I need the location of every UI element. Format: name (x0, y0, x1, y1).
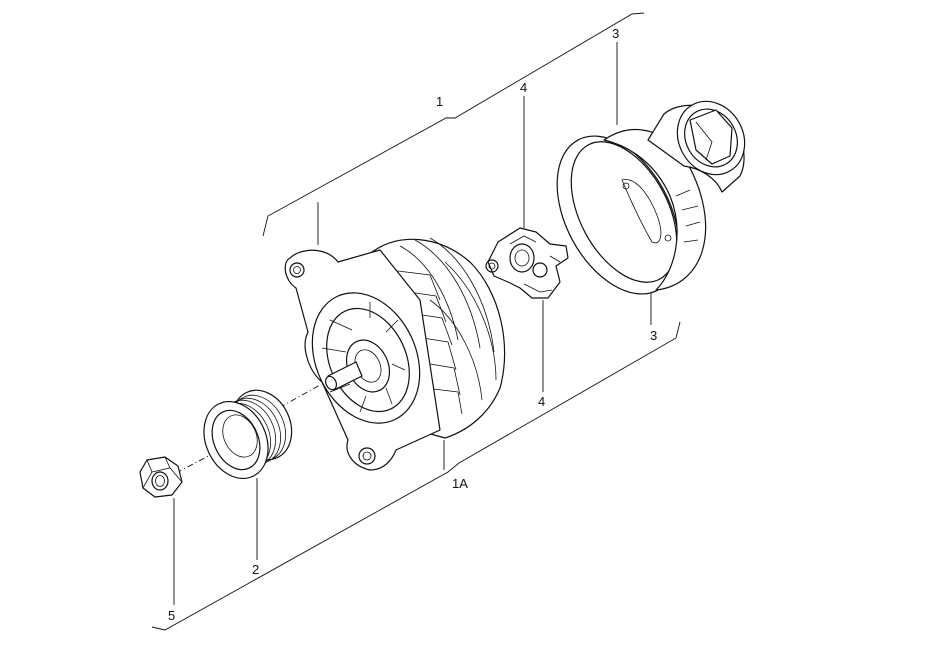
bracket-assembly-1a (151, 321, 681, 631)
voltage-regulator-icon (485, 227, 569, 299)
callout-4-bottom: 4 (538, 394, 545, 409)
callout-4-top: 4 (520, 80, 527, 95)
callout-3-top: 3 (612, 26, 619, 41)
pulley-icon (203, 389, 293, 480)
callout-1: 1 (436, 94, 443, 109)
alternator-body-icon (284, 237, 506, 471)
bracket-assembly-1 (262, 12, 645, 237)
callout-1a: 1A (452, 476, 468, 491)
leader-lines (173, 42, 652, 605)
callout-5: 5 (168, 608, 175, 623)
hex-nut-icon (139, 456, 183, 498)
callout-3-bottom: 3 (650, 328, 657, 343)
rear-cover-icon (556, 100, 746, 295)
callout-2: 2 (252, 562, 259, 577)
callout-labels: 1 1A 2 3 3 4 4 5 (168, 26, 657, 623)
